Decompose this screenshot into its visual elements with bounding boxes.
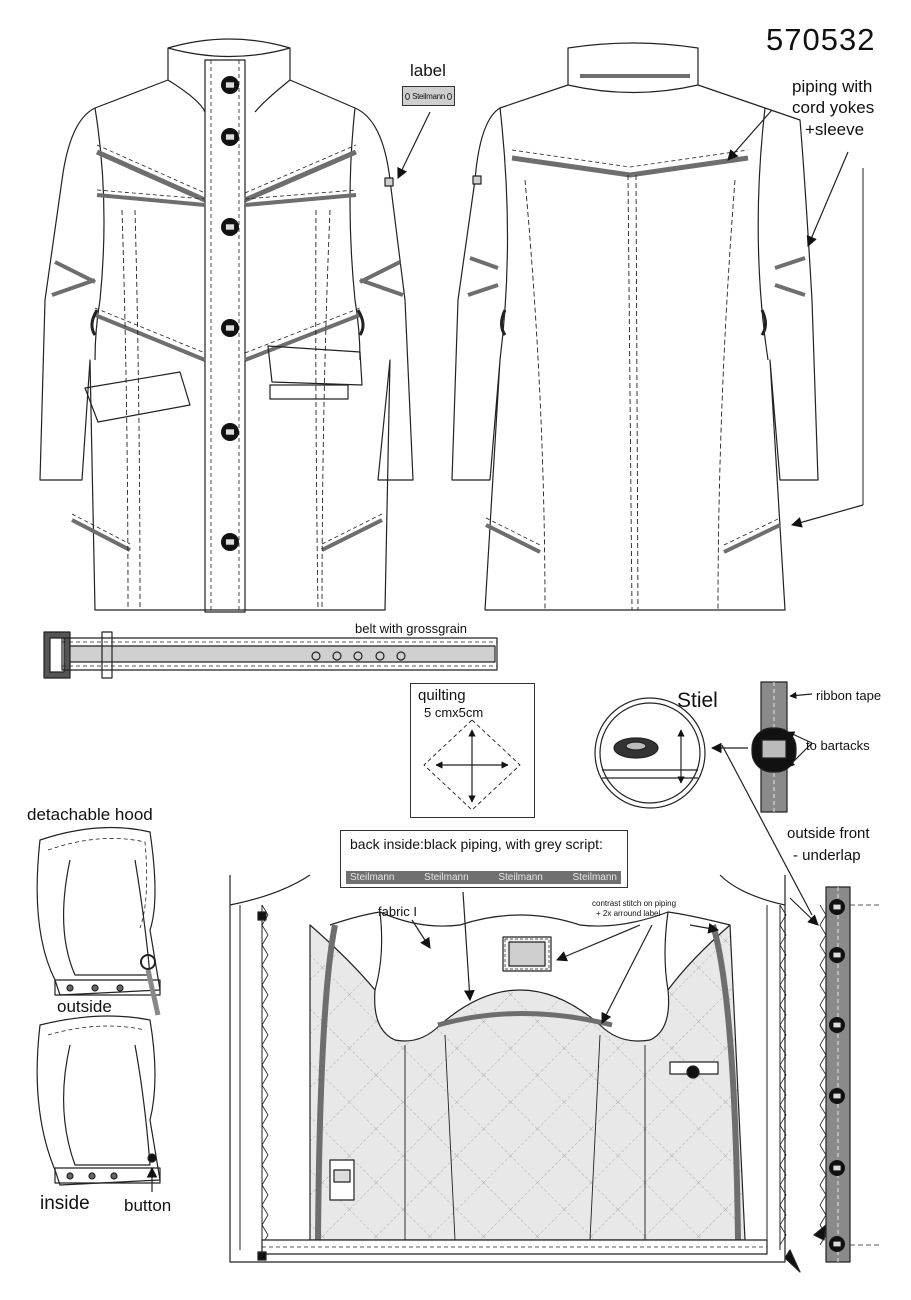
ribbon-tape-note: ribbon tape [816, 688, 882, 703]
piping-note-line3: +sleeve [805, 120, 865, 139]
hood-outside [36, 826, 161, 1016]
front-body-outline [39, 38, 414, 611]
script-word: Steilmann [350, 872, 395, 883]
button-hole-icon [833, 1165, 841, 1171]
pocket-flap-left [84, 371, 191, 423]
quilting-title: quilting [418, 687, 466, 704]
stiel-title: Stiel [677, 689, 718, 712]
quilting-diagram [423, 719, 521, 811]
script-word: Steilmann [424, 872, 469, 883]
back-view [451, 42, 819, 611]
bartacks-note: to bartacks [806, 738, 870, 753]
button-hole-icon [225, 134, 235, 140]
quilting-size: 5 cmx5cm [424, 705, 484, 720]
button-hole-icon [833, 952, 841, 958]
button-hole-icon [225, 539, 235, 545]
outside-front-line1: outside front [787, 825, 870, 842]
button-hole-icon [833, 1022, 841, 1028]
hood-inside-label: inside [40, 1193, 90, 1214]
label-hole-icon [405, 92, 411, 100]
button-label: button [124, 1196, 172, 1215]
button-placket [204, 59, 246, 613]
front-yoke-piping-right [244, 149, 357, 203]
button-hole-icon [225, 224, 235, 230]
piping-note-line1: piping with [792, 77, 873, 96]
script-word: Steilmann [572, 872, 617, 883]
outside-front-line2: - underlap [793, 847, 861, 864]
hood-title: detachable hood [27, 805, 153, 824]
back-inside-note: back inside:black piping, with grey scri… [350, 836, 603, 852]
hood-inside [36, 1015, 161, 1192]
label-heading: label [410, 61, 446, 80]
label-brand-text: Steilmann [412, 91, 445, 101]
button-hole-icon [225, 429, 235, 435]
underlap-strip [789, 886, 880, 1263]
front-collar [167, 47, 291, 113]
callout-arrows [397, 109, 864, 528]
contrast-note-line2: + 2x arround label [596, 909, 661, 918]
inside-view [229, 874, 801, 1273]
style-number: 570532 [766, 22, 876, 57]
back-yoke-piping [511, 155, 749, 178]
button-hole-icon [833, 1093, 841, 1099]
stiel-detail [594, 681, 813, 916]
fabric-note: fabric I [378, 904, 418, 919]
script-box [340, 830, 628, 888]
pocket-flap-right [267, 345, 363, 386]
script-word: Steilmann [498, 872, 543, 883]
button-hole-icon [225, 82, 235, 88]
quilting-box [410, 683, 535, 818]
button-hole-icon [833, 904, 841, 910]
belt-note: belt with grossgrain [355, 621, 467, 636]
inside-lining [309, 924, 746, 1241]
piping-note-line2: cord yokes [792, 98, 875, 117]
button-hole-icon [833, 1241, 841, 1247]
hood-outside-label: outside [57, 997, 112, 1016]
button-hole-icon [225, 325, 235, 331]
front-view [39, 38, 414, 613]
label-hole-icon [446, 92, 452, 100]
contrast-note-line1: contrast stitch on piping [592, 899, 677, 908]
buttons [221, 76, 845, 1252]
label-swatch: Steilmann [402, 86, 455, 106]
front-yoke-piping-left [95, 149, 207, 203]
belt-strap [61, 637, 498, 671]
belt [43, 631, 498, 679]
script-strip: Steilmann Steilmann Steilmann Steilmann [346, 871, 621, 884]
